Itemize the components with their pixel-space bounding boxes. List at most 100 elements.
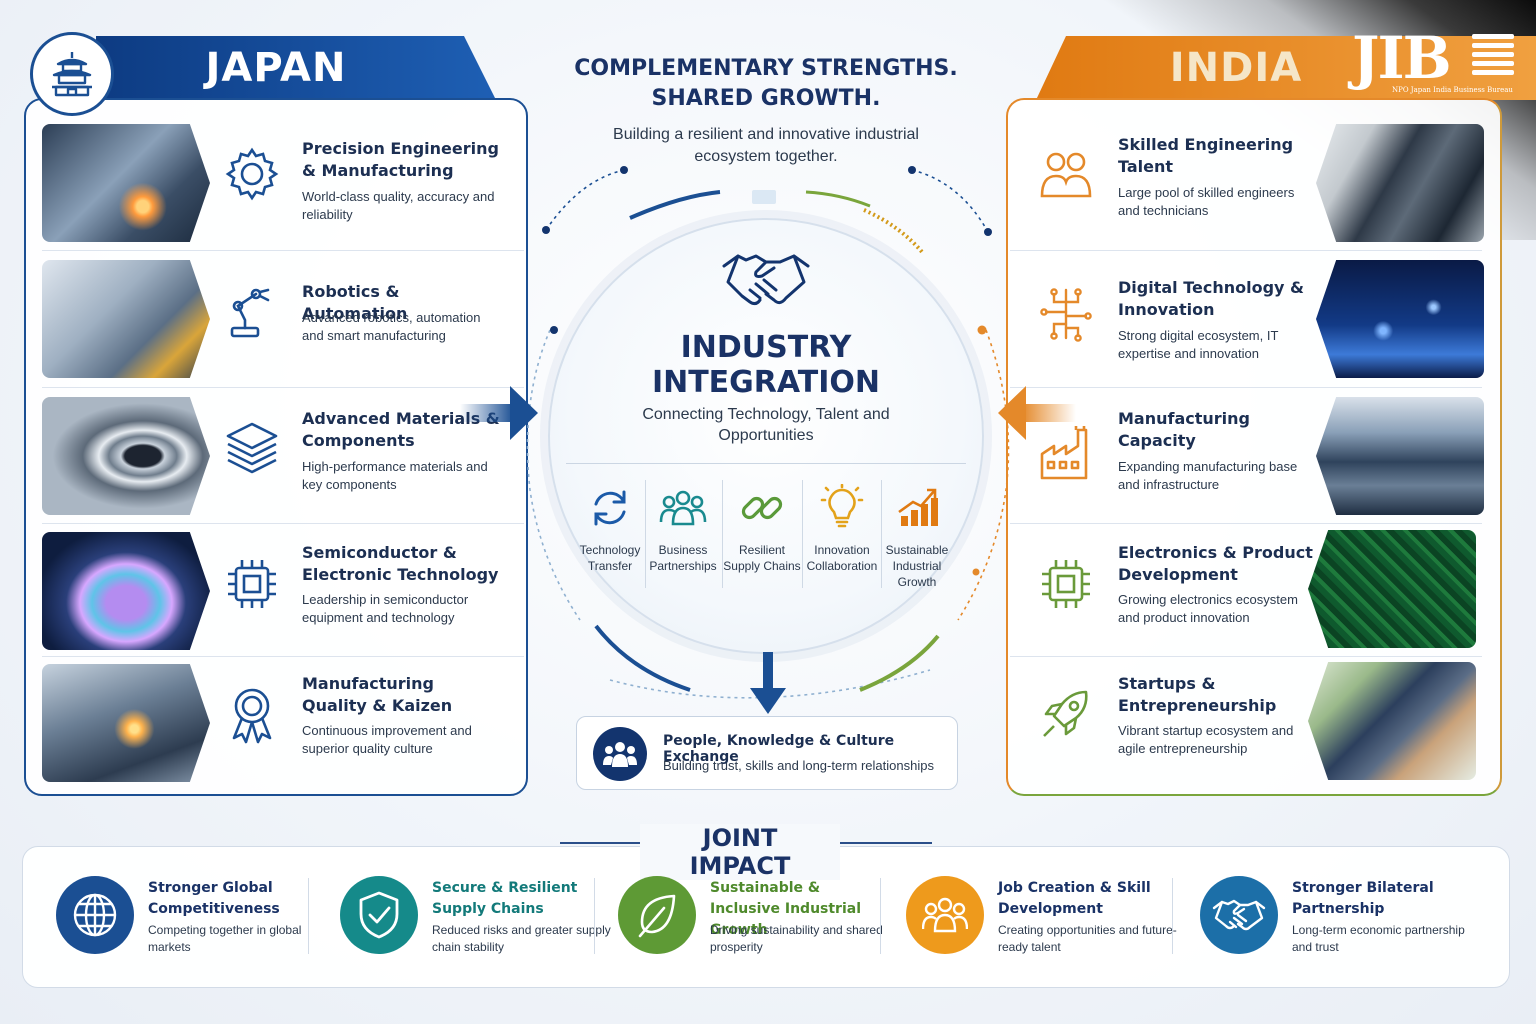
exchange-desc: Building trust, skills and long-term rel… — [663, 758, 934, 773]
divider — [42, 656, 524, 657]
japan-item-desc: Continuous improvement and superior qual… — [302, 723, 472, 756]
chain-link-icon — [738, 484, 786, 532]
circuit-icon — [1034, 282, 1098, 346]
impact-desc: Long-term economic partnership and trust — [1292, 923, 1465, 954]
japan-to-hub-arrow — [460, 386, 538, 440]
handshake-icon — [720, 248, 812, 310]
india-item-title: Skilled Engineering Talent — [1118, 135, 1294, 176]
robotics-photo — [42, 260, 210, 378]
divider — [42, 387, 524, 388]
jib-logo-subtitle: NPO Japan India Business Bureau — [1392, 86, 1513, 94]
startup-team-photo — [1308, 662, 1476, 780]
divider — [560, 842, 644, 844]
jib-logo-stripes — [1472, 34, 1514, 84]
people-icon — [1034, 142, 1098, 206]
leaf-icon — [618, 876, 696, 954]
divider — [881, 480, 882, 588]
pillar-label: Sustainable Industrial Growth — [885, 543, 949, 589]
japan-item-title: Manufacturing Quality & Kaizen — [302, 674, 453, 715]
japan-item-desc: Advanced robotics, automation and smart … — [302, 310, 481, 343]
digital-city-photo — [1316, 260, 1484, 378]
india-item-title: Electronics & Product Development — [1118, 543, 1313, 584]
india-item-title: Startups & Entrepreneurship — [1118, 674, 1277, 715]
india-item-title: Manufacturing Capacity — [1118, 409, 1250, 450]
divider — [828, 842, 932, 844]
divider — [566, 463, 966, 464]
headline-line-1: COMPLEMENTARY STRENGTHS. — [574, 56, 958, 81]
impact-title: Job Creation & Skill Development — [998, 880, 1151, 917]
impact-title: Sustainable & Inclusive Industrial Growt… — [710, 880, 862, 938]
factory-floor-photo — [1316, 397, 1484, 515]
india-to-hub-arrow — [998, 386, 1076, 440]
people-exchange-card: People, Knowledge & Culture Exchange Bui… — [576, 716, 958, 790]
pillar-technology-transfer: Technology Transfer — [570, 480, 650, 590]
divider — [802, 480, 803, 588]
globe-icon — [56, 876, 134, 954]
hub-title-line-2: INTEGRATION — [651, 365, 881, 400]
impact-desc: Driving sustainability and shared prospe… — [710, 923, 883, 954]
chip-icon — [1034, 552, 1098, 616]
japan-item-title: Robotics & Automation — [302, 282, 408, 323]
divider — [722, 480, 723, 588]
hub-down-arrow — [750, 652, 786, 714]
divider — [42, 523, 524, 524]
divider — [1010, 387, 1482, 388]
impact-desc: Competing together in global markets — [148, 923, 302, 954]
engineers-photo — [1316, 124, 1484, 242]
people-group-icon — [906, 876, 984, 954]
japan-item-title: Advanced Materials & Components — [302, 409, 500, 450]
cycle-arrows-icon — [586, 484, 634, 532]
divider — [1010, 523, 1482, 524]
pillar-sustainable-growth: Sustainable Industrial Growth — [877, 480, 957, 590]
pillar-label: Technology Transfer — [579, 543, 641, 573]
japan-title: JAPAN — [205, 45, 347, 91]
factory-icon — [1034, 422, 1098, 486]
headline: COMPLEMENTARY STRENGTHS. SHARED GROWTH. — [560, 54, 972, 114]
lightbulb-icon — [818, 484, 866, 532]
layers-icon — [220, 416, 284, 480]
pillar-business-partnerships: Business Partnerships — [643, 480, 723, 590]
divider — [594, 878, 595, 954]
divider — [1172, 878, 1173, 954]
hub-title-line-1: INDUSTRY — [680, 330, 852, 365]
india-item-desc: Growing electronics ecosystem and produc… — [1118, 592, 1298, 625]
impact-title: Stronger Global Competitiveness — [148, 880, 280, 917]
people-group-icon — [593, 727, 647, 781]
japan-item-title: Semiconductor & Electronic Technology — [302, 543, 499, 584]
impact-title: Stronger Bilateral Partnership — [1292, 880, 1434, 917]
pillar-resilient-supply-chains: Resilient Supply Chains — [722, 480, 802, 590]
japan-item-desc: Leadership in semiconductor equipment an… — [302, 592, 469, 625]
exchange-title: People, Knowledge & Culture Exchange — [663, 733, 895, 765]
pillar-label: Business Partnerships — [649, 543, 717, 573]
divider — [880, 878, 881, 954]
india-title: INDIA — [1169, 45, 1303, 91]
india-item-desc: Large pool of skilled engineers and tech… — [1118, 185, 1295, 218]
pillar-innovation-collaboration: Innovation Collaboration — [802, 480, 882, 590]
headline-line-2: SHARED GROWTH. — [651, 86, 881, 111]
chip-icon — [220, 552, 284, 616]
circuit-board-photo — [1308, 530, 1476, 648]
rocket-icon — [1034, 682, 1098, 746]
divider — [42, 250, 524, 251]
semiconductor-wafer-photo — [42, 532, 210, 650]
impact-title: Secure & Resilient Supply Chains — [432, 880, 578, 917]
japan-item-desc: World-class quality, accuracy and reliab… — [302, 189, 495, 222]
materials-photo — [42, 397, 210, 515]
jib-logo-letters: JIB — [1352, 24, 1452, 92]
handshake-icon — [1200, 876, 1278, 954]
award-ribbon-icon — [220, 682, 284, 746]
india-item-desc: Vibrant startup ecosystem and agile entr… — [1118, 723, 1294, 756]
india-item-desc: Expanding manufacturing base and infrast… — [1118, 459, 1298, 492]
pillar-label: Innovation Collaboration — [806, 543, 878, 573]
japan-header-tab: JAPAN — [96, 36, 496, 100]
gear-icon — [220, 142, 284, 206]
india-item-title: Digital Technology & Innovation — [1118, 278, 1304, 319]
robot-arm-icon — [220, 280, 284, 344]
india-header-tab: INDIA — [1036, 36, 1536, 100]
divider — [1010, 250, 1482, 251]
quality-machining-photo — [42, 664, 210, 782]
joint-impact-title: JOINT IMPACT — [640, 824, 840, 880]
precision-machining-photo — [42, 124, 210, 242]
team-icon — [659, 484, 707, 532]
divider — [308, 878, 309, 954]
